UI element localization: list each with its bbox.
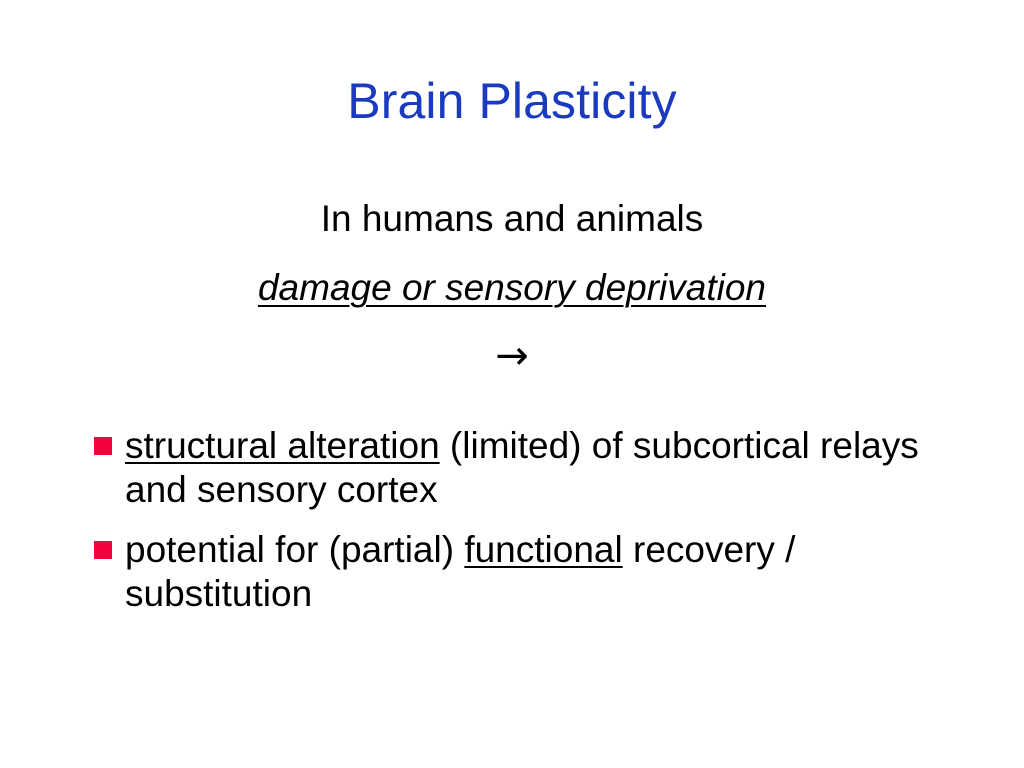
- intro-line-subjects: In humans and animals: [320, 198, 704, 239]
- list-item-text: potential for (partial) functional recov…: [125, 528, 983, 615]
- list-item-rest: recovery / substitution: [125, 529, 796, 614]
- list-item-emphasis: structural alteration: [125, 425, 440, 466]
- red-square-bullet-icon: [94, 437, 112, 455]
- right-arrow-icon: →: [495, 333, 529, 379]
- list-item: structural alteration (limited) of subco…: [93, 424, 983, 511]
- intro-arrow-row: →: [0, 336, 1024, 376]
- red-square-bullet-icon: [94, 541, 112, 560]
- intro-block: In humans and animals damage or sensory …: [0, 200, 1024, 376]
- list-item-emphasis: functional: [464, 529, 623, 571]
- list-item-text: structural alteration (limited) of subco…: [125, 424, 983, 511]
- page-title: Brain Plasticity: [347, 73, 677, 129]
- list-item: potential for (partial) functional recov…: [93, 528, 983, 615]
- list-item-rest: (limited) of subcortical relays and sens…: [125, 425, 919, 510]
- list-item-prefix: potential for (partial): [125, 529, 465, 571]
- bullet-list: structural alteration (limited) of subco…: [93, 424, 983, 616]
- intro-line-condition: damage or sensory deprivation: [257, 267, 766, 308]
